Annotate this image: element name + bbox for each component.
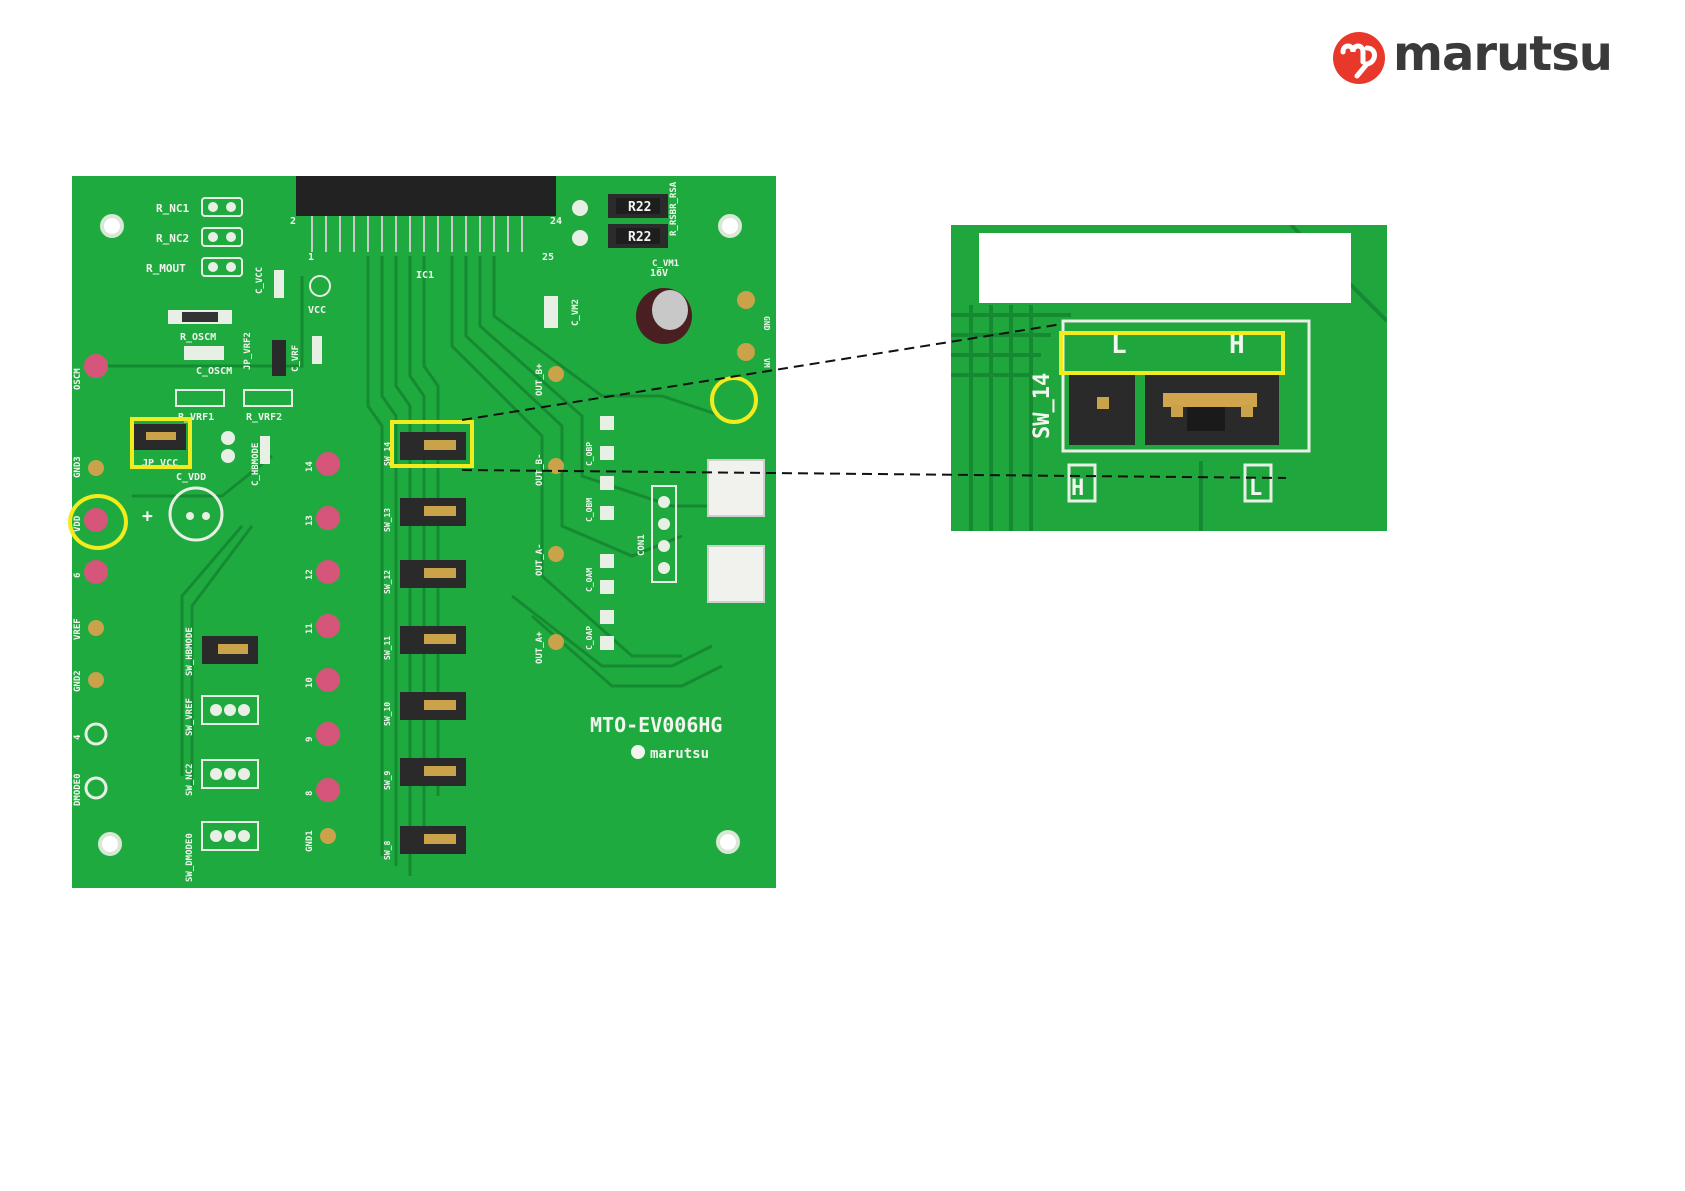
- pin24-label: 24: [550, 216, 562, 227]
- label-out-b-plus: OUT_B+: [535, 363, 545, 396]
- label-r-oscm: R_OSCM: [180, 332, 216, 343]
- sw-vref-label: SW_VREF: [185, 698, 195, 736]
- label-c-obp: C_OBP: [585, 442, 594, 466]
- sw-10-label: SW_10: [383, 702, 392, 726]
- tp-vref: VREF: [73, 618, 83, 640]
- pin25-label: 25: [542, 252, 554, 263]
- sw-nc2-label: SW_NC2: [185, 763, 195, 796]
- label-r-nc2: R_NC2: [156, 232, 189, 245]
- tp-oscm: OSCM: [73, 368, 83, 390]
- highlight-gnd-vm-area: [710, 376, 758, 424]
- label-c-vm1: C_VM1: [652, 259, 679, 269]
- tp-4: 4: [73, 734, 83, 740]
- zoom-inset: L H H L SW_14: [951, 225, 1387, 531]
- pin2-label: 2: [290, 216, 296, 227]
- label-out-b-minus: OUT_B-: [535, 453, 545, 486]
- tp-12: 12: [305, 569, 315, 580]
- label-out-a-minus: OUT_A-: [535, 543, 545, 576]
- label-c-obm: C_OBM: [585, 498, 594, 522]
- sw-dmode0-label: SW_DMODE0: [185, 833, 195, 882]
- tp-8: 8: [305, 791, 315, 796]
- label-c-vdd: C_VDD: [176, 472, 206, 483]
- highlight-jp-vcc: [130, 417, 192, 469]
- tp-13: 13: [305, 515, 315, 526]
- zoom-mark-l: L: [1249, 476, 1262, 501]
- mounting-holes: [98, 214, 742, 856]
- label-r-vrf2: R_VRF2: [246, 412, 282, 423]
- mid-switch-group: [400, 432, 466, 854]
- tp-14: 14: [305, 461, 315, 472]
- pcb-board: R22 R22 2 1 24 25 IC1 R_NC1 R_NC2 R_MOUT…: [68, 176, 776, 888]
- label-c-hbmode: C_HBMODE: [251, 443, 261, 486]
- label-c-oap: C_OAP: [585, 626, 594, 650]
- left-switch-group: [201, 636, 259, 851]
- sw-9-label: SW_9: [383, 771, 392, 790]
- tp-10: 10: [305, 677, 315, 688]
- highlight-zoom-pin-labels: [1059, 331, 1285, 375]
- label-vcc: VCC: [308, 305, 326, 316]
- tp-6: 6: [73, 573, 83, 578]
- zoom-mark-h: H: [1071, 476, 1084, 501]
- resistor-r22-b-label: R22: [628, 230, 651, 245]
- pin1-label: 1: [308, 252, 314, 263]
- sw-12-label: SW_12: [383, 570, 392, 594]
- label-c-vcc: C_VCC: [255, 267, 265, 294]
- board-sublogo: marutsu: [650, 746, 709, 762]
- label-jp-vrf2: JP_VRF2: [243, 332, 253, 370]
- label-c-vrf: C_VRF: [291, 345, 301, 372]
- sw-11-label: SW_11: [383, 636, 392, 660]
- label-c-oam: C_OAM: [585, 568, 594, 592]
- svg-text:+: +: [142, 506, 153, 527]
- tp-gnd1: GND1: [305, 830, 315, 852]
- tp-9: 9: [305, 737, 315, 742]
- ic1-label: IC1: [416, 270, 434, 281]
- label-r-nc1: R_NC1: [156, 202, 189, 215]
- tp-dmode0: DMODE0: [73, 773, 83, 806]
- label-jp-vcc: JP_VCC: [142, 458, 178, 469]
- cap-voltage-label: 16V: [650, 268, 668, 279]
- ic1-connector: [296, 176, 556, 216]
- mid-testpoints: [316, 452, 340, 844]
- tp-11: 11: [305, 623, 315, 634]
- sw-14-label: SW_14: [383, 442, 392, 466]
- logo-wordmark: marutsu: [1393, 26, 1613, 82]
- label-vm: VM: [762, 358, 771, 368]
- label-r-rsbr: R_RSBR_RSA: [669, 181, 679, 236]
- label-c-vm2: C_VM2: [571, 299, 581, 326]
- zoom-sw-14-label: SW_14: [1030, 373, 1055, 439]
- label-r-mout: R_MOUT: [146, 262, 186, 275]
- label-c-oscm: C_OSCM: [196, 366, 232, 377]
- zoom-label-box: [979, 233, 1351, 303]
- left-testpoints: [84, 354, 108, 800]
- label-gnd: GND: [762, 316, 771, 331]
- highlight-vdd: [68, 494, 128, 550]
- label-out-a-plus: OUT_A+: [535, 631, 545, 664]
- label-r-vrf1: R_VRF1: [178, 412, 214, 423]
- zoom-pin-h-label: H: [1229, 330, 1245, 360]
- marutsu-mark-icon: [1333, 32, 1385, 84]
- label-con1: CON1: [637, 534, 647, 556]
- sw-8-label: SW_8: [383, 841, 392, 860]
- tp-gnd3: GND3: [73, 456, 83, 478]
- zoom-pin-l-label: L: [1111, 330, 1127, 360]
- tp-gnd2: GND2: [73, 670, 83, 692]
- sw-13-label: SW_13: [383, 508, 392, 532]
- sw-hbmode-label: SW_HBMODE: [185, 627, 195, 676]
- board-name: MTO-EV006HG: [590, 713, 722, 737]
- highlight-sw-14: [390, 420, 474, 468]
- resistor-r22-a-label: R22: [628, 200, 651, 215]
- marutsu-logo: marutsu: [1333, 26, 1613, 90]
